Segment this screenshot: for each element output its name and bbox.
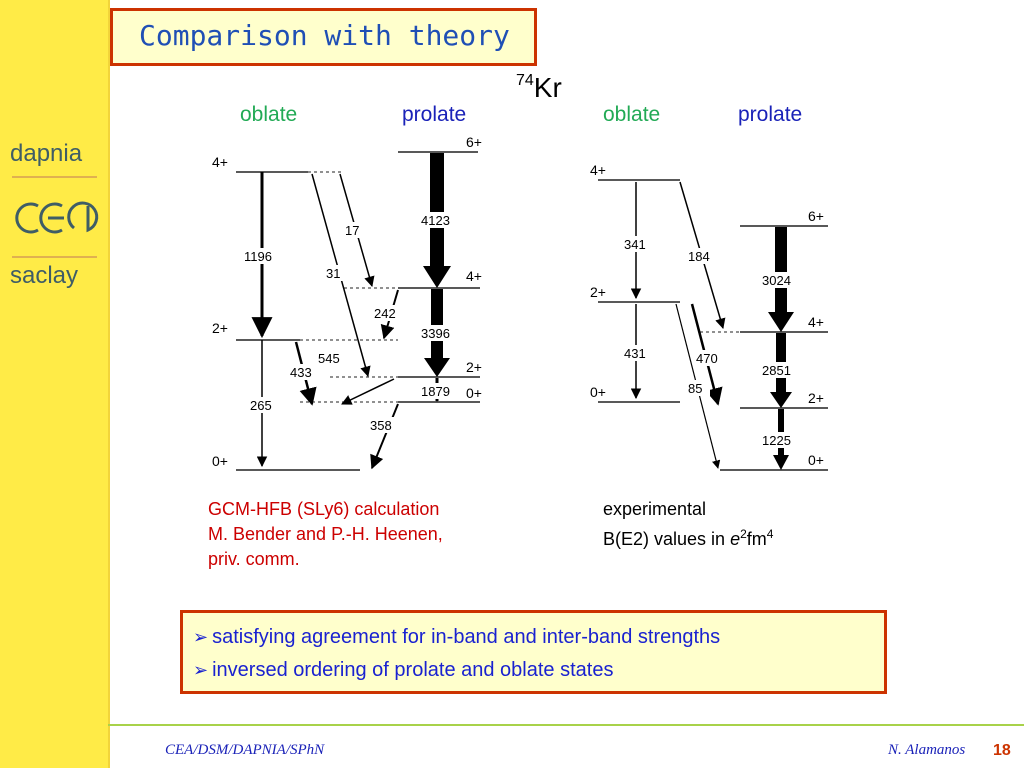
unit-e: e [730,529,741,549]
bullet-text: inversed ordering of prolate and oblate … [212,659,614,681]
transition-label: 242 [374,306,396,321]
calculation-caption: GCM-HFB (SLy6) calculation M. Bender and… [208,497,528,572]
conclusions-box: ➢satisfying agreement for in-band and in… [180,610,887,694]
bullet-item: ➢satisfying agreement for in-band and in… [193,621,884,654]
caption-line: priv. comm. [208,549,300,569]
level-label: 4+ [590,162,606,178]
transition-label: 2851 [762,363,791,378]
level-label: 0+ [212,453,228,469]
bullet-item: ➢inversed ordering of prolate and oblate… [193,654,884,687]
experimental-caption: experimental B(E2) values in e2fm4 [603,497,773,552]
nucleus-label: 74Kr [516,72,562,104]
transition-label: 17 [345,223,359,238]
units-prefix: B(E2) values in [603,529,731,549]
footer-author: N. Alamanos [888,742,966,758]
level-label: 0+ [590,384,606,400]
transition-label: 341 [624,237,646,252]
title-box: Comparison with theory [110,8,537,66]
mass-number: 74 [516,71,534,89]
footer-divider [108,724,1024,726]
caption-line: B(E2) values in e2fm4 [603,522,773,552]
bullet-text: satisfying agreement for in-band and int… [212,626,721,648]
transition-label: 1196 [244,249,272,264]
caption-line: experimental [603,499,707,519]
transition-arrow [341,378,395,405]
arrow-bullet-icon: ➢ [193,660,209,680]
transition-label: 3396 [421,326,450,341]
logo-divider [12,256,97,258]
transition-label: 358 [370,418,392,433]
level-label: 4+ [808,314,824,330]
logo-divider [12,176,97,178]
arrow-bullet-icon: ➢ [193,627,209,647]
level-label: 2+ [808,390,824,406]
transition-label: 1225 [762,433,791,448]
level-label: 6+ [466,134,482,150]
transition-label: 431 [624,346,646,361]
unit-e-exponent: 2 [740,527,747,541]
transition-label: 184 [688,249,710,264]
caption-line: M. Bender and P.-H. Heenen, [208,524,443,544]
sidebar: dapnia saclay [0,0,110,768]
dapnia-logo-text: dapnia [10,140,83,167]
transition-label: 3024 [762,273,791,288]
transition-label: 545 [318,351,340,366]
unit-fm-exponent: 4 [766,527,774,541]
transition-label: 470 [696,351,718,366]
level-label: 4+ [466,268,482,284]
left-oblate-header: oblate [240,103,298,126]
level-label: 6+ [808,208,824,224]
left-prolate-header: prolate [402,103,467,126]
level-label: 0+ [466,385,482,401]
saclay-logo-text: saclay [10,262,79,289]
slide-title: Comparison with theory [139,19,510,52]
level-label: 4+ [212,154,228,170]
transition-arrow [370,403,399,470]
transition-label: 31 [326,266,340,281]
level-label: 2+ [590,284,606,300]
level-label: 2+ [466,359,482,375]
footer-institution: CEA/DSM/DAPNIA/SPhN [165,742,325,758]
transition-label: 85 [688,381,702,396]
cea-logo-icon [15,201,99,234]
level-label: 0+ [808,452,824,468]
transition-label: 433 [290,365,312,380]
element-symbol: Kr [533,72,562,103]
right-oblate-header: oblate [603,103,661,126]
unit-fm: fm [746,529,767,549]
right-prolate-header: prolate [738,103,803,126]
transition-label: 1879 [421,384,450,399]
page-number: 18 [993,742,1011,759]
transition-label: 4123 [421,213,450,228]
caption-line: GCM-HFB (SLy6) calculation [208,499,440,519]
level-label: 2+ [212,320,228,336]
transition-label: 265 [250,398,272,413]
